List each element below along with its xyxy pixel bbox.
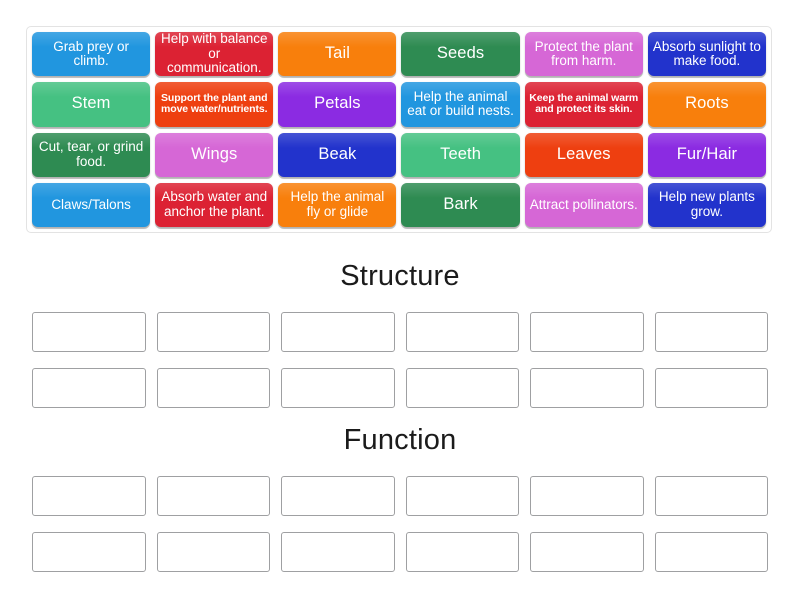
drop-slot[interactable]: [654, 476, 768, 516]
word-tile-label: Tail: [324, 44, 350, 63]
drop-slot[interactable]: [530, 532, 644, 572]
drop-slot[interactable]: [156, 532, 270, 572]
word-tile-label: Claws/Talons: [51, 196, 131, 212]
drop-slot-grid-structure: [32, 312, 768, 408]
word-tile-label: Bark: [443, 194, 478, 213]
word-tile-label: Petals: [314, 94, 361, 113]
word-tile[interactable]: Petals: [278, 82, 397, 127]
word-tile-label: Help the animal fly or glide: [290, 189, 385, 219]
drop-slot[interactable]: [654, 532, 768, 572]
drop-slot[interactable]: [530, 476, 644, 516]
word-tile[interactable]: Tail: [278, 32, 397, 77]
drop-slot[interactable]: [32, 476, 146, 516]
word-tile-label: Help the animal eat or build nests.: [407, 88, 514, 119]
drop-slot[interactable]: [156, 476, 270, 516]
group-title-structure: Structure: [340, 260, 460, 292]
word-tile[interactable]: Teeth: [401, 132, 520, 177]
word-tile-label: Grab prey or climb.: [53, 38, 129, 69]
drop-zone-function: [32, 476, 768, 572]
word-tile-label: Help with balance or communication.: [160, 32, 268, 76]
drop-slot[interactable]: [281, 476, 395, 516]
drop-slot[interactable]: [405, 532, 519, 572]
drop-slot[interactable]: [281, 312, 395, 352]
word-tile[interactable]: Beak: [278, 132, 397, 177]
word-tile-label: Wings: [191, 144, 238, 163]
group-title-function: Function: [343, 424, 457, 456]
drop-slot[interactable]: [281, 368, 395, 408]
word-tile-label: Leaves: [556, 144, 611, 163]
word-tile[interactable]: Grab prey or climb.: [32, 32, 151, 77]
word-tile[interactable]: Absorb water and anchor the plant.: [155, 182, 274, 227]
word-tile-label: Support the plant and move water/nutrien…: [161, 92, 268, 116]
word-tile-label: Help new plants grow.: [658, 189, 755, 219]
drop-zone-structure: [32, 312, 768, 408]
word-tile-label: Cut, tear, or grind food.: [38, 139, 144, 169]
word-tile[interactable]: Keep the animal warm and protect its ski…: [524, 82, 643, 127]
word-tile-bank: Grab prey or climb. Help with balance or …: [26, 26, 772, 233]
word-tile[interactable]: Help with balance or communication.: [155, 32, 274, 77]
drop-slot[interactable]: [530, 312, 644, 352]
word-tile[interactable]: Help the animal eat or build nests.: [401, 82, 520, 127]
drop-slot[interactable]: [654, 312, 768, 352]
word-tile-label: Fur/Hair: [676, 144, 738, 163]
drop-slot[interactable]: [32, 312, 146, 352]
word-tile-label: Seeds: [436, 44, 485, 63]
word-tile[interactable]: Help new plants grow.: [647, 182, 766, 227]
drop-slot[interactable]: [32, 368, 146, 408]
word-tile-label: Keep the animal warm and protect its ski…: [529, 92, 639, 116]
word-tile[interactable]: Roots: [647, 82, 766, 127]
word-tile-label: Attract pollinators.: [529, 196, 638, 212]
word-tile-label: Beak: [318, 144, 357, 163]
drop-slot[interactable]: [156, 312, 270, 352]
drop-slot[interactable]: [405, 368, 519, 408]
word-tile-label: Roots: [685, 94, 729, 113]
word-tile[interactable]: Leaves: [524, 132, 643, 177]
drop-slot[interactable]: [281, 532, 395, 572]
drop-slot[interactable]: [32, 532, 146, 572]
word-tile-label: Teeth: [440, 144, 481, 163]
word-tile-grid: Grab prey or climb. Help with balance or …: [32, 32, 766, 227]
word-tile[interactable]: Wings: [155, 132, 274, 177]
word-tile[interactable]: Help the animal fly or glide: [278, 182, 397, 227]
word-tile-label: Absorb sunlight to make food.: [652, 38, 761, 69]
word-tile-label: Absorb water and anchor the plant.: [161, 189, 268, 219]
word-tile[interactable]: Attract pollinators.: [524, 182, 643, 227]
drop-slot-grid-function: [32, 476, 768, 572]
word-tile[interactable]: Support the plant and move water/nutrien…: [155, 82, 274, 127]
word-tile[interactable]: Claws/Talons: [32, 182, 151, 227]
word-tile[interactable]: Protect the plant from harm.: [524, 32, 643, 77]
drop-slot[interactable]: [156, 368, 270, 408]
word-tile[interactable]: Fur/Hair: [647, 132, 766, 177]
word-tile[interactable]: Bark: [401, 182, 520, 227]
word-tile[interactable]: Stem: [32, 82, 151, 127]
drop-slot[interactable]: [654, 368, 768, 408]
word-tile[interactable]: Absorb sunlight to make food.: [647, 32, 766, 77]
drop-slot[interactable]: [405, 312, 519, 352]
drop-slot[interactable]: [405, 476, 519, 516]
drop-slot[interactable]: [530, 368, 644, 408]
word-tile-label: Protect the plant from harm.: [534, 38, 633, 69]
word-tile-label: Stem: [71, 94, 111, 113]
word-tile[interactable]: Seeds: [401, 32, 520, 77]
word-tile[interactable]: Cut, tear, or grind food.: [32, 132, 151, 177]
